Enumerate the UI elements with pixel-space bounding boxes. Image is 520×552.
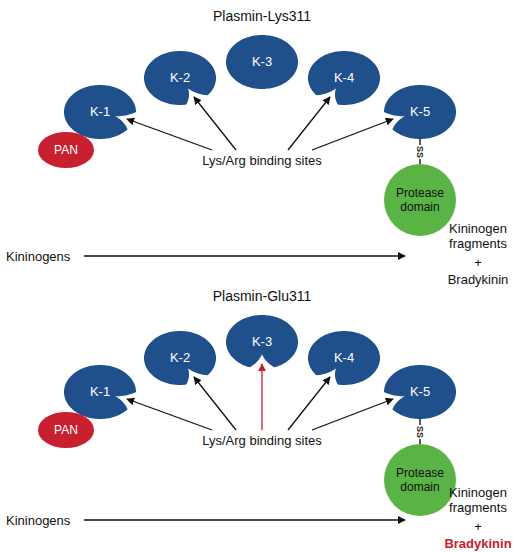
kringle-domain: K-5 — [384, 85, 456, 139]
kringle-shape — [64, 85, 136, 139]
leader-arrow — [288, 97, 330, 150]
kringle-domain: K-4 — [308, 51, 380, 105]
node-text: K-1 — [90, 105, 110, 119]
kringle-shape — [144, 51, 216, 105]
panel-title: Plasmin-Glu311 — [213, 289, 312, 304]
kringle-shape — [384, 365, 456, 419]
node-text: K-2 — [170, 351, 190, 365]
product-label: Kininogen fragments — [433, 485, 520, 515]
node-text: K-5 — [410, 385, 430, 399]
kringle-domain: K-4 — [308, 331, 380, 385]
product-label: Bradykinin — [448, 272, 509, 287]
edge-label: SS — [415, 144, 425, 158]
kringle-domain: K-1 — [64, 85, 136, 139]
kringle-domain: K-2 — [144, 51, 216, 105]
product-label: Bradykinin — [444, 536, 511, 551]
protease-shape — [384, 444, 456, 516]
node-text: Protease domain — [390, 466, 450, 494]
kringle-shape — [308, 51, 380, 105]
plus-sign: + — [474, 255, 482, 270]
binding-site-label: Lys/Arg binding sites — [202, 153, 321, 168]
node-text: PAN — [54, 423, 78, 437]
edge-label: SS — [415, 424, 425, 438]
protease-domain: Protease domain — [384, 444, 456, 516]
node-text: K-4 — [334, 71, 354, 85]
leader-arrow — [194, 97, 236, 150]
kringle-shape — [144, 331, 216, 385]
leader-arrow — [127, 119, 212, 150]
panel-title: Plasmin-Lys311 — [213, 9, 311, 24]
binding-site-label: Lys/Arg binding sites — [202, 433, 321, 448]
product-label: Kininogen fragments — [433, 221, 520, 251]
kringle-shape — [226, 35, 298, 89]
pan-domain: PAN — [38, 412, 94, 448]
protease-domain: Protease domain — [384, 164, 456, 236]
leader-arrow — [261, 364, 262, 430]
node-text: K-3 — [252, 55, 272, 69]
kringle-domain: K-2 — [144, 331, 216, 385]
substrate-label: Kininogens — [6, 249, 70, 264]
leader-arrow — [127, 399, 212, 430]
leader-arrow — [312, 399, 393, 430]
leader-arrow — [194, 377, 236, 430]
kringle-domain: K-5 — [384, 365, 456, 419]
substrate-label: Kininogens — [6, 513, 70, 528]
node-text: K-2 — [170, 71, 190, 85]
reaction-arrow — [84, 255, 405, 256]
kringle-shape — [384, 85, 456, 139]
node-text: K-5 — [410, 105, 430, 119]
node-text: K-4 — [334, 351, 354, 365]
node-text: K-3 — [252, 335, 272, 349]
kringle-shape — [308, 331, 380, 385]
leader-arrow — [312, 119, 393, 150]
node-text: Protease domain — [390, 186, 450, 214]
node-text: K-1 — [90, 385, 110, 399]
plus-sign: + — [474, 519, 482, 534]
pan-domain: PAN — [38, 132, 94, 168]
kringle-shape — [64, 365, 136, 419]
pan-shape — [38, 412, 94, 448]
kringle-domain: K-3 — [226, 35, 298, 89]
protease-shape — [384, 164, 456, 236]
kringle-shape — [226, 315, 298, 367]
kringle-domain: K-1 — [64, 365, 136, 419]
pan-shape — [38, 132, 94, 168]
node-text: PAN — [54, 143, 78, 157]
reaction-arrow — [84, 519, 405, 520]
leader-arrow — [288, 377, 330, 430]
kringle-domain: K-3 — [226, 315, 298, 369]
